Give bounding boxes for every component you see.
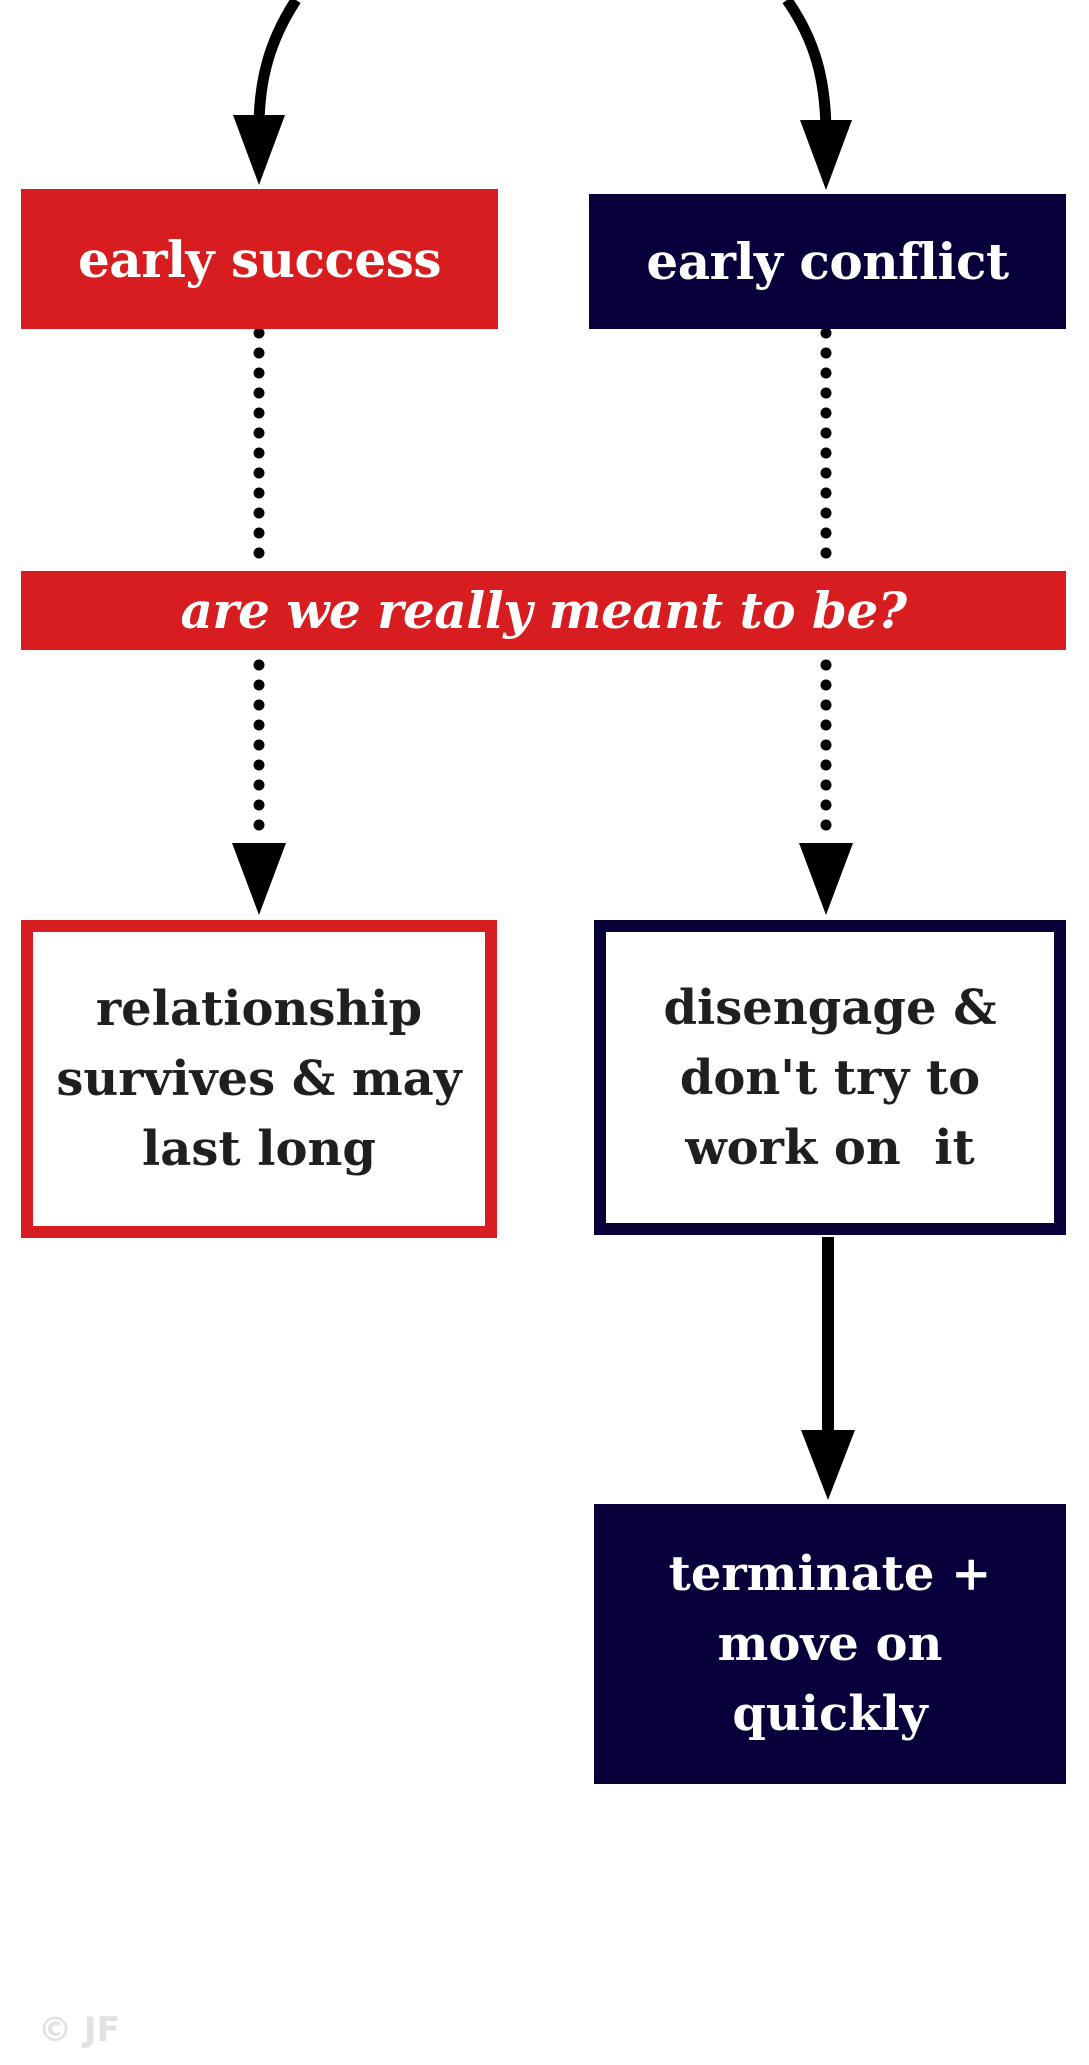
- early-conflict-label: early conflict: [646, 232, 1009, 291]
- question-label: are we really meant to be?: [180, 581, 907, 640]
- survives-line-3: last long: [142, 1121, 376, 1177]
- copyright-watermark: © JF: [38, 2010, 120, 2050]
- disengage-node: disengage & don't try to work on it: [594, 920, 1066, 1235]
- early-conflict-node: early conflict: [589, 194, 1066, 329]
- terminate-line-3: quickly: [732, 1686, 928, 1742]
- terminate-node: terminate + move on quickly: [594, 1504, 1066, 1784]
- arrowhead-survives: [232, 843, 286, 915]
- curved-arrow-into-early-conflict: [782, 0, 832, 136]
- disengage-line-2: don't try to: [679, 1049, 981, 1106]
- arrowhead-disengage: [799, 843, 853, 915]
- arrowhead-early-success: [233, 115, 285, 185]
- survives-line-1: relationship: [95, 981, 423, 1037]
- disengage-line-3: work on it: [685, 1119, 975, 1176]
- survives-line-2: survives & may: [56, 1051, 462, 1107]
- terminate-line-1: terminate +: [668, 1546, 992, 1602]
- arrowhead-early-conflict: [800, 120, 852, 190]
- question-banner: are we really meant to be?: [21, 571, 1066, 650]
- early-success-node: early success: [21, 189, 498, 329]
- terminate-line-2: move on: [717, 1616, 943, 1672]
- disengage-line-1: disengage &: [663, 979, 997, 1036]
- arrowhead-terminate: [801, 1430, 855, 1500]
- early-success-label: early success: [77, 229, 442, 289]
- survives-node: relationship survives & may last long: [21, 920, 497, 1238]
- curved-arrow-into-early-success: [253, 0, 301, 136]
